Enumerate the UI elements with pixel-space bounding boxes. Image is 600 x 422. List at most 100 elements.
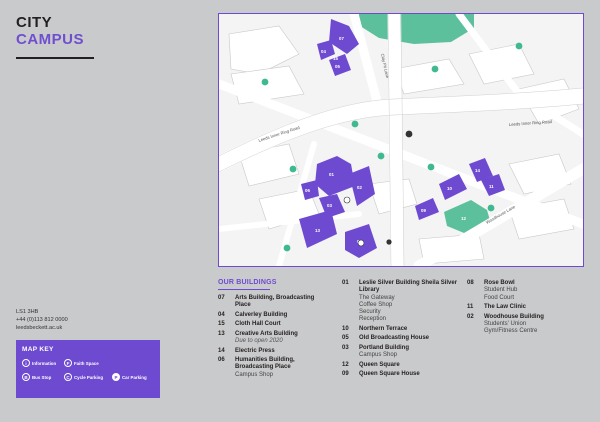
website-link[interactable]: leedsbeckett.ac.uk	[16, 325, 63, 331]
map-label-14: 14	[475, 168, 480, 173]
tree-icon	[289, 165, 297, 173]
map-key-bus-stop: B Bus Stop	[22, 373, 64, 381]
building-07[interactable]	[329, 19, 359, 54]
building-facility: Students' Union	[484, 320, 527, 327]
faith-space-icon[interactable]	[343, 196, 351, 204]
tree-icon	[261, 78, 269, 86]
campus-map[interactable]: Leeds Inner Ring Road Leeds Inner Ring R…	[218, 13, 584, 267]
map-label-11: 11	[489, 184, 494, 189]
building-entry[interactable]: 09 Queen Square House	[342, 371, 460, 378]
map-key-label: Information	[32, 360, 57, 366]
map-key-cycle-parking: C Cycle Parking	[64, 373, 112, 381]
car-parking-icon: P	[112, 373, 120, 381]
map-key-car-parking: P Car Parking	[112, 373, 160, 381]
building-09[interactable]	[415, 198, 439, 220]
building-name: Calverley Building	[235, 311, 288, 318]
building-number: 12	[342, 361, 349, 368]
building-name: Portland Building	[359, 344, 409, 351]
building-11[interactable]	[481, 174, 505, 196]
building-number: 03	[342, 344, 349, 351]
building-details: Calverley Building	[235, 312, 287, 319]
building-facility: Student Hub	[484, 287, 518, 294]
bus-stop-icon[interactable]	[386, 239, 392, 245]
building-02[interactable]	[349, 166, 375, 206]
map-label-13: 13	[315, 228, 320, 233]
road-label: Clay Pit Lane	[380, 53, 390, 79]
building-14[interactable]	[469, 158, 493, 182]
building-name: Cloth Hall Court	[235, 321, 281, 328]
map-label-12: 12	[461, 216, 466, 221]
building-facility: Reception	[359, 316, 387, 323]
tree-icon	[515, 42, 523, 50]
building-number: 02	[467, 313, 474, 320]
roads	[219, 14, 583, 266]
map-key-label: Cycle Parking	[74, 374, 104, 380]
building-number: 15	[218, 321, 225, 328]
city-blocks	[228, 25, 580, 265]
building-01[interactable]	[315, 156, 355, 196]
building-facility: Campus Shop	[359, 352, 398, 359]
map-label-09: 09	[421, 208, 426, 213]
map-key-label: Bus Stop	[32, 374, 52, 380]
building-13[interactable]	[299, 210, 337, 248]
building-name: Arts Building, Broadcasting Place	[235, 295, 315, 309]
car-parking-icon[interactable]	[405, 130, 413, 138]
map-label-05: 05	[335, 64, 340, 69]
tree-icon	[283, 244, 291, 252]
building-details: Arts Building, Broadcasting Place	[235, 295, 328, 310]
information-icon: i	[22, 359, 30, 367]
building-details: The Law Clinic	[484, 304, 526, 311]
building-details: Leslie Silver Building Sheila Silver Lib…	[359, 280, 460, 324]
campus-map-svg[interactable]: Leeds Inner Ring Road Leeds Inner Ring R…	[219, 14, 583, 266]
tree-icon	[351, 120, 359, 128]
building-10[interactable]	[439, 174, 467, 200]
map-label-06: 06	[305, 188, 310, 193]
building-number: 14	[218, 347, 225, 354]
map-label-04: 04	[321, 49, 326, 54]
building-name: Northern Terrace	[359, 325, 408, 332]
building-number: 08	[467, 280, 474, 286]
tree-icon	[377, 152, 385, 160]
postcode: LS1 3HB	[16, 309, 39, 315]
building-05[interactable]	[329, 54, 351, 76]
building-04[interactable]	[317, 40, 335, 60]
building-facility: Gym/Fitness Centre	[484, 328, 538, 335]
building-details: Northern Terrace	[359, 326, 407, 333]
building-name: Leslie Silver Building Sheila Silver Lib…	[359, 280, 458, 294]
map-key-faith-space: F Faith Space	[64, 359, 112, 367]
building-number: 09	[342, 371, 349, 378]
our-buildings-heading: OUR BUILDINGS	[218, 279, 277, 286]
building-number: 13	[218, 330, 225, 337]
building-entry[interactable]: 15 Cloth Hall Court	[218, 321, 328, 328]
building-details: Queen Square House	[359, 371, 420, 378]
faith-space-icon: F	[64, 359, 72, 367]
cycle-parking-icon: C	[64, 373, 72, 381]
buildings	[299, 19, 505, 258]
building-06[interactable]	[301, 180, 319, 200]
road-label: Leeds Inner Ring Road	[509, 119, 553, 127]
information-icon[interactable]	[357, 239, 365, 247]
map-label-15: 15	[333, 56, 338, 61]
building-name: Creative Arts Building	[235, 330, 298, 337]
facility-markers	[343, 130, 413, 247]
building-name: Old Broadcasting House	[359, 335, 430, 342]
map-key-label: Car Parking	[122, 374, 147, 380]
